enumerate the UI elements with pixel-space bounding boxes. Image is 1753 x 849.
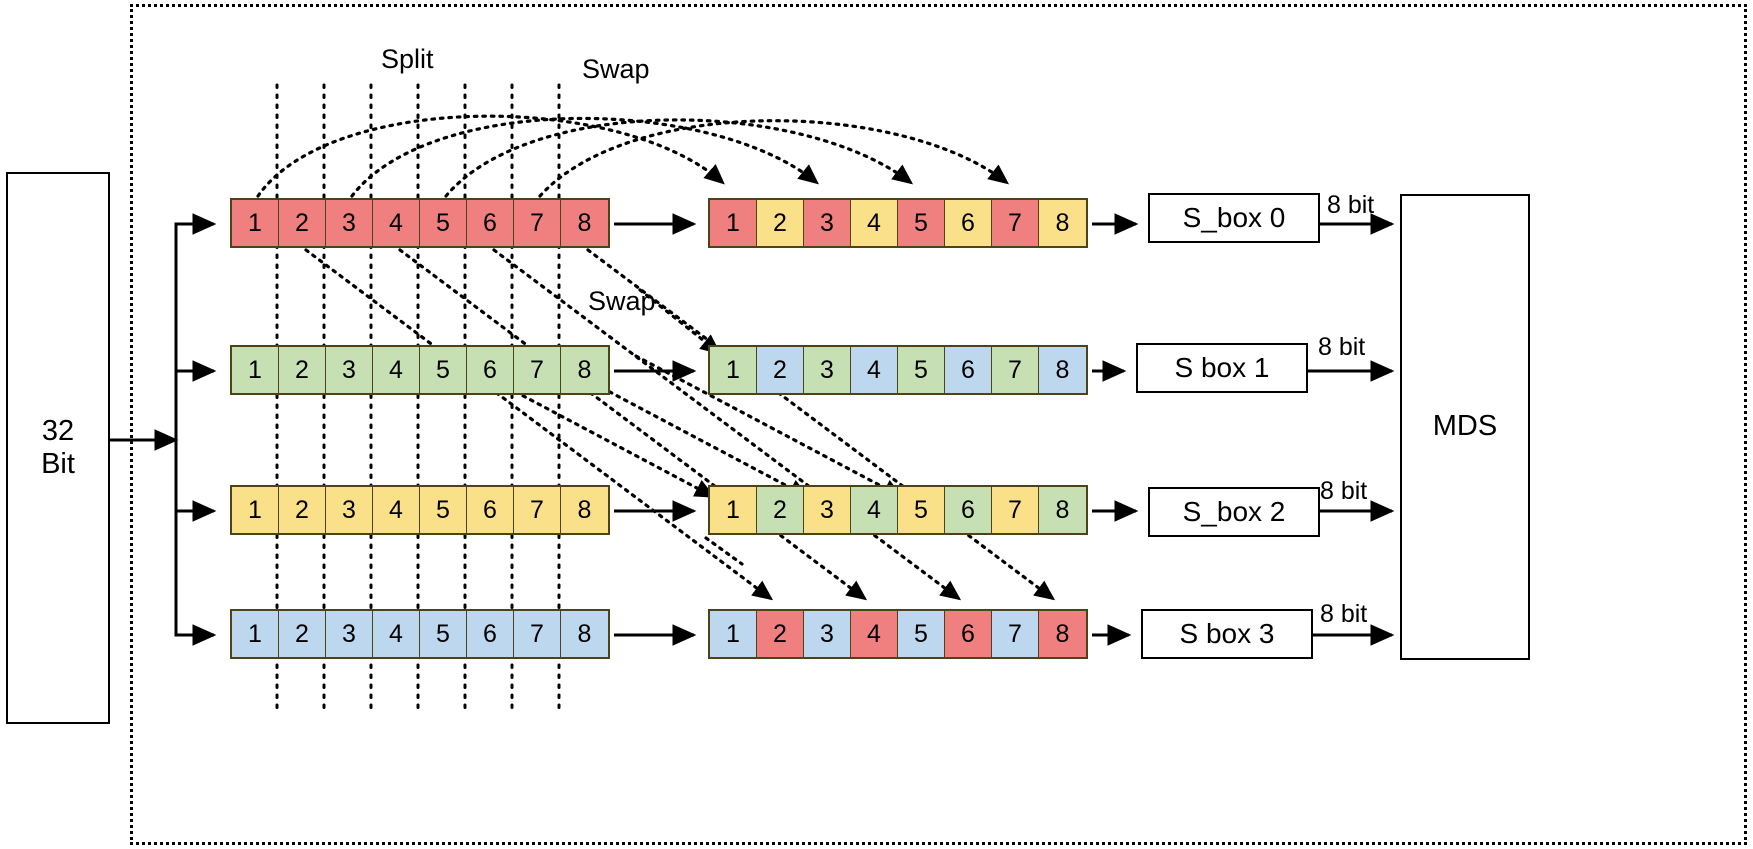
- byte-cell: 5: [420, 200, 467, 246]
- byte-cell: 8: [561, 347, 608, 393]
- byte-cell: 5: [898, 487, 945, 533]
- byte-cell: 2: [757, 347, 804, 393]
- byte-cell: 4: [373, 200, 420, 246]
- byte-cell: 2: [279, 611, 326, 657]
- byte-cell: 1: [710, 200, 757, 246]
- mds-block: MDS: [1400, 194, 1530, 660]
- byte-cell: 6: [945, 347, 992, 393]
- label-split: Split: [381, 44, 434, 74]
- byte-cell: 1: [710, 347, 757, 393]
- bitwidth-label-2: 8 bit: [1320, 477, 1368, 505]
- byte-cell: 1: [232, 200, 279, 246]
- sbox-2: S_box 2: [1148, 487, 1320, 537]
- byte-cell: 7: [514, 347, 561, 393]
- byte-cell: 4: [373, 347, 420, 393]
- byte-cell: 8: [561, 200, 608, 246]
- bitwidth-label-0: 8 bit: [1327, 191, 1375, 219]
- input-block-line2: Bit: [41, 448, 75, 480]
- byte-cell: 6: [467, 200, 514, 246]
- byte-cell: 2: [279, 347, 326, 393]
- byte-cell: 3: [804, 487, 851, 533]
- byte-cell: 2: [757, 611, 804, 657]
- byte-cell: 7: [514, 487, 561, 533]
- byte-cell: 5: [420, 611, 467, 657]
- sbox-1: S box 1: [1136, 343, 1308, 393]
- byte-cell: 8: [1039, 487, 1086, 533]
- byte-cell: 6: [945, 487, 992, 533]
- sbox-1-label: S box 1: [1174, 351, 1270, 383]
- byte-cell: 7: [992, 487, 1039, 533]
- byte-cell: 5: [898, 347, 945, 393]
- byte-cell: 2: [279, 200, 326, 246]
- byte-cell: 1: [710, 487, 757, 533]
- byte-cell: 6: [945, 611, 992, 657]
- byte-cell: 8: [1039, 611, 1086, 657]
- label-swap-top: Swap: [582, 54, 650, 84]
- byte-cell: 4: [851, 487, 898, 533]
- sbox-3-label: S box 3: [1179, 617, 1275, 649]
- byte-cell: 5: [420, 347, 467, 393]
- byte-cell: 3: [326, 347, 373, 393]
- mds-label: MDS: [1432, 410, 1498, 443]
- byte-cell: 2: [757, 487, 804, 533]
- byte-cell: 3: [804, 347, 851, 393]
- byte-cell: 5: [898, 200, 945, 246]
- byte-cell: 2: [757, 200, 804, 246]
- byte-cell: 6: [945, 200, 992, 246]
- byte-cell: 8: [561, 611, 608, 657]
- byte-cell: 7: [992, 347, 1039, 393]
- byte-cell: 5: [898, 611, 945, 657]
- byte-cell: 7: [992, 200, 1039, 246]
- byte-cell: 1: [232, 611, 279, 657]
- byte-cell: 2: [279, 487, 326, 533]
- sbox-0-label: S_box 0: [1182, 201, 1286, 233]
- byte-cell: 4: [373, 611, 420, 657]
- byte-cell: 1: [232, 487, 279, 533]
- label-swap-middle: Swap: [588, 286, 656, 316]
- input-32bit-block: 32 Bit: [6, 172, 110, 724]
- sbox-2-label: S_box 2: [1182, 495, 1286, 527]
- bitwidth-label-3: 8 bit: [1320, 600, 1368, 628]
- byte-cell: 6: [467, 611, 514, 657]
- byte-cell: 3: [804, 611, 851, 657]
- sbox-3: S box 3: [1141, 609, 1313, 659]
- dashed-boundary-frame: [130, 4, 1747, 845]
- byte-cell: 7: [992, 611, 1039, 657]
- byte-cell: 4: [851, 611, 898, 657]
- byte-cell: 7: [514, 200, 561, 246]
- byte-cell: 4: [373, 487, 420, 533]
- byte-cell: 4: [851, 347, 898, 393]
- byte-cell: 7: [514, 611, 561, 657]
- byte-cell: 3: [326, 487, 373, 533]
- bitwidth-label-1: 8 bit: [1318, 333, 1366, 361]
- byte-cell: 1: [232, 347, 279, 393]
- sbox-0: S_box 0: [1148, 193, 1320, 243]
- byte-cell: 5: [420, 487, 467, 533]
- byte-cell: 8: [561, 487, 608, 533]
- byte-cell: 6: [467, 347, 514, 393]
- byte-cell: 3: [326, 611, 373, 657]
- byte-cell: 3: [804, 200, 851, 246]
- byte-cell: 6: [467, 487, 514, 533]
- byte-cell: 8: [1039, 347, 1086, 393]
- byte-cell: 4: [851, 200, 898, 246]
- input-block-line1: 32: [41, 414, 75, 447]
- byte-cell: 8: [1039, 200, 1086, 246]
- byte-cell: 3: [326, 200, 373, 246]
- byte-cell: 1: [710, 611, 757, 657]
